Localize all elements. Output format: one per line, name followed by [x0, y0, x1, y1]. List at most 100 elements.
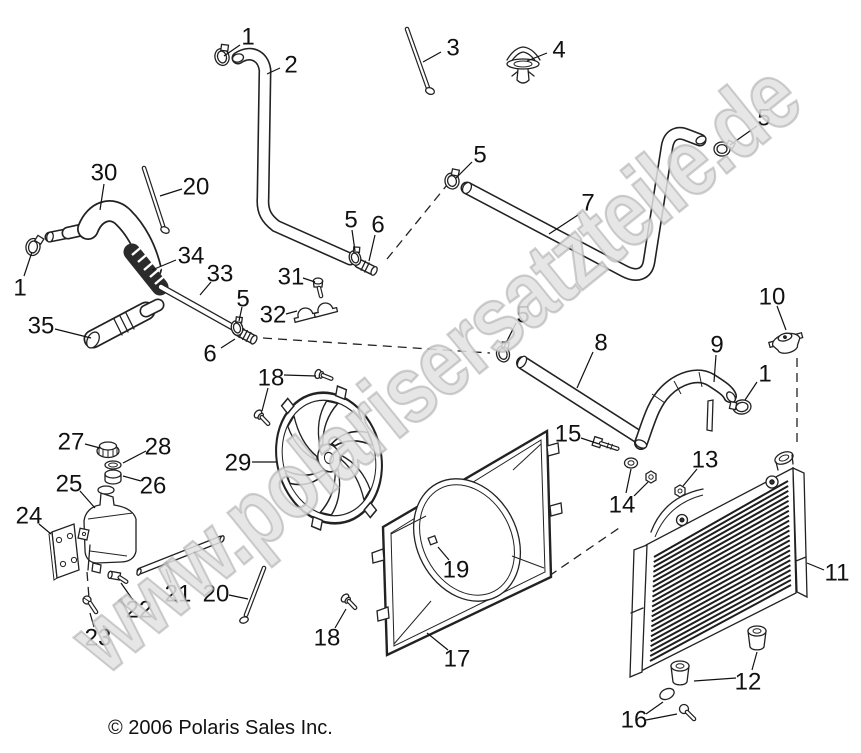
callout-leader-line — [645, 701, 664, 715]
fan-shroud-17-drawing — [371, 428, 563, 657]
drain-16-drawing — [659, 687, 697, 722]
callout-31: 31 — [278, 264, 305, 291]
push-clip-4-drawing — [506, 46, 541, 84]
rod-20-lower-drawing — [239, 565, 267, 624]
ring-26-drawing — [104, 469, 122, 485]
radiator-fin-line — [650, 559, 791, 638]
callout-leader-line — [503, 322, 517, 348]
washer-14-drawing — [623, 457, 639, 469]
radiator-fin-line — [653, 480, 789, 558]
clamp-1c-drawing — [728, 399, 752, 415]
callout-leader-line — [261, 387, 269, 412]
callout-leader-line — [744, 381, 758, 401]
callout-leader-line — [220, 338, 236, 349]
spring-34-drawing — [123, 243, 169, 296]
callout-24: 24 — [16, 503, 43, 530]
radiator-fin-line — [651, 534, 791, 613]
callout-6: 6 — [203, 341, 216, 368]
callout-5: 5 — [344, 207, 357, 234]
tube-21-drawing — [136, 535, 225, 576]
screw-23-drawing — [82, 595, 99, 615]
radiator-fin-line — [652, 499, 790, 578]
radiator-fins — [649, 480, 792, 662]
nut-13-drawing — [674, 484, 686, 498]
callout-4: 4 — [552, 37, 565, 64]
callout-leader-line — [99, 183, 105, 211]
callout-1: 1 — [13, 275, 26, 302]
dashed-guide-lines — [86, 184, 798, 599]
hose-8-drawing — [516, 355, 649, 447]
callout-1: 1 — [241, 24, 254, 51]
bolt-15-drawing — [591, 435, 620, 451]
radiator-fin-line — [653, 485, 789, 563]
fan-tabs — [280, 385, 378, 531]
callout-leader-line — [548, 212, 582, 235]
clamp-1a-drawing — [214, 43, 230, 67]
fan-29-drawing — [275, 385, 383, 531]
callout-leader-line — [283, 374, 317, 377]
callout-leader-line — [23, 251, 33, 277]
callout-29: 29 — [225, 450, 252, 477]
fan-blade — [339, 453, 371, 502]
radiator-left-tank — [629, 544, 648, 678]
fitting-6b-drawing — [353, 258, 378, 276]
reservoir-25-drawing — [77, 485, 137, 574]
callout-3: 3 — [446, 35, 459, 62]
reservoir-outlet — [77, 527, 90, 541]
mount-12b-drawing — [670, 660, 690, 686]
callout-leader-line — [645, 713, 678, 721]
tube-33-drawing — [157, 283, 240, 333]
callout-11: 11 — [825, 560, 850, 587]
radiator-fin-line — [651, 544, 791, 623]
callout-7: 7 — [581, 190, 594, 217]
callout-leader-line — [351, 229, 356, 252]
callout-16: 16 — [621, 707, 648, 734]
callout-leader-line — [713, 354, 717, 383]
callout-leader-line — [806, 562, 825, 571]
boot-35-drawing — [83, 298, 165, 349]
callout-20: 20 — [203, 581, 230, 608]
saddle-clamp-32-drawing — [293, 302, 339, 324]
callout-28: 28 — [145, 434, 172, 461]
callout-leader-line — [120, 582, 134, 601]
fan-blade — [318, 467, 341, 516]
bolt-31-drawing — [312, 277, 324, 299]
fan-blades — [284, 400, 374, 516]
radiator-fin-line — [651, 539, 791, 618]
callout-17: 17 — [444, 646, 471, 673]
hose-30-drawing — [44, 200, 162, 280]
callout-32: 32 — [260, 302, 287, 329]
callout-leader-line — [526, 52, 548, 62]
radiator-fin-line — [649, 579, 792, 657]
bracket-24-drawing — [48, 523, 80, 581]
callout-23: 23 — [85, 625, 112, 652]
callout-13: 13 — [692, 447, 719, 474]
radiator-fin-line — [652, 494, 789, 573]
radiator-fin-line — [650, 569, 792, 648]
callout-leader-line — [455, 161, 473, 179]
radiator-fin-line — [651, 529, 790, 608]
callout-20: 20 — [183, 174, 210, 201]
ring-28-drawing — [104, 460, 122, 470]
callout-5: 5 — [516, 302, 529, 329]
callout-leader-line — [122, 475, 142, 482]
callout-leader-line — [576, 351, 594, 389]
callout-18: 18 — [258, 365, 285, 392]
callout-8: 8 — [594, 330, 607, 357]
radiator-cap-10-drawing — [768, 331, 804, 354]
callout-leader-line — [633, 481, 649, 497]
callout-leader-line — [422, 51, 442, 63]
callout-leader-line — [368, 234, 376, 262]
callout-35: 35 — [28, 313, 55, 340]
callout-leader-line — [228, 594, 249, 600]
screw-18c-drawing — [340, 593, 358, 611]
callout-leader-line — [266, 67, 281, 75]
callout-leader-line — [437, 546, 450, 561]
radiator-fin-line — [651, 519, 790, 598]
callout-25: 25 — [56, 471, 83, 498]
callout-21: 21 — [165, 581, 192, 608]
clamp-5c-drawing — [230, 316, 244, 336]
callout-5: 5 — [473, 142, 486, 169]
